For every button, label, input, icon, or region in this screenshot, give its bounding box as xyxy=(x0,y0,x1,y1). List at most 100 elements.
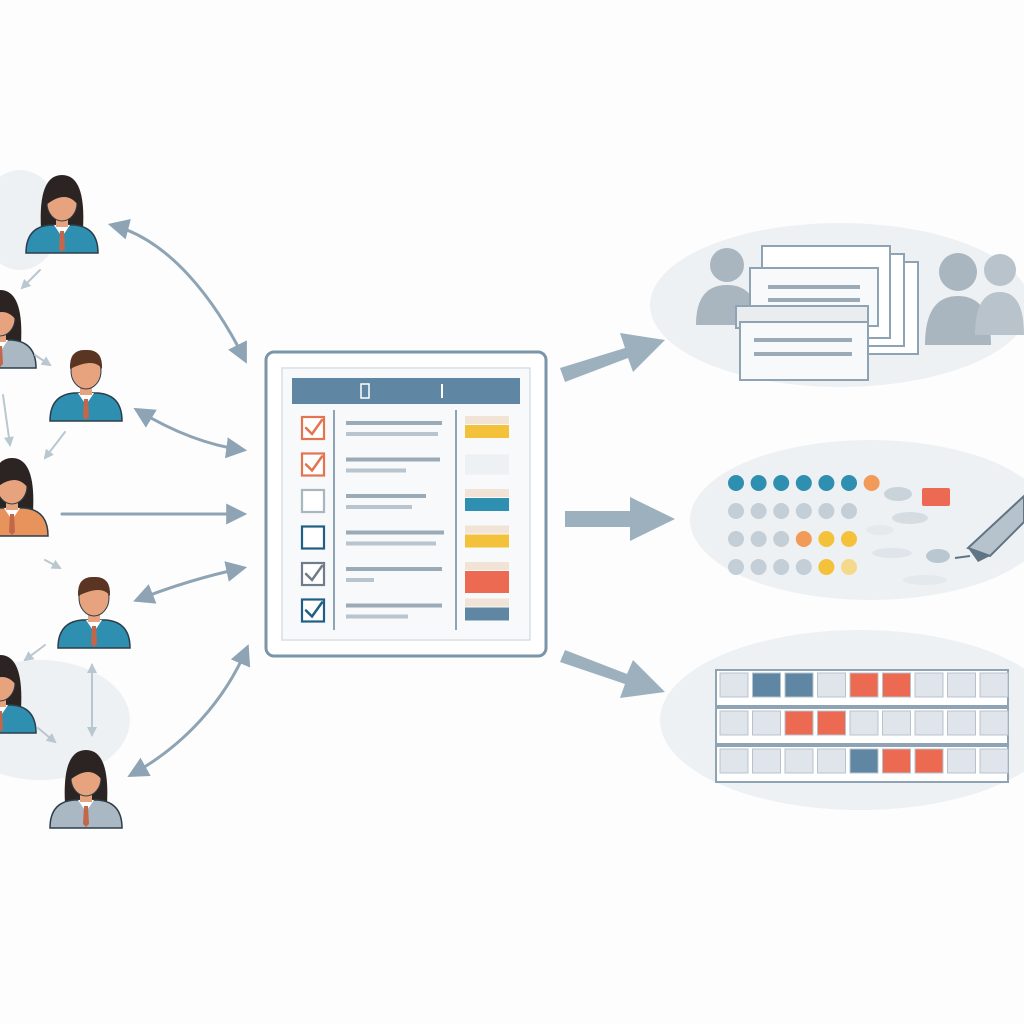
calendar-output xyxy=(715,669,1009,783)
person-neck xyxy=(56,217,68,227)
person-silhouette-right-2 xyxy=(975,254,1024,335)
dot xyxy=(773,559,790,575)
dot xyxy=(841,531,857,547)
text-line xyxy=(346,505,412,509)
dot xyxy=(728,559,744,575)
calendar-cell xyxy=(882,710,911,736)
checkmark-icon xyxy=(304,601,324,619)
dot xyxy=(795,503,812,519)
person-tie xyxy=(83,399,89,420)
swatch-top xyxy=(465,598,509,607)
swatch-top xyxy=(465,416,509,424)
scattered-marks xyxy=(866,487,950,585)
calendar-cell xyxy=(719,710,749,736)
person-avatar xyxy=(57,576,131,649)
pen-icon xyxy=(954,494,1024,562)
document-line xyxy=(754,338,852,342)
calendar-cell xyxy=(784,672,814,698)
dot xyxy=(818,531,835,547)
calendar-cell xyxy=(882,672,911,698)
blob-left xyxy=(0,660,130,780)
person-tie xyxy=(9,514,15,535)
checklist-row xyxy=(300,598,509,623)
text-line xyxy=(346,432,438,436)
checklist-header-bar xyxy=(292,378,520,404)
swatch-top xyxy=(465,525,509,534)
dot xyxy=(795,559,812,575)
dot xyxy=(728,503,744,519)
text-line xyxy=(346,567,442,571)
calendar-cell xyxy=(849,672,879,698)
person-tie xyxy=(0,711,3,732)
person-hair xyxy=(0,297,17,320)
checkmark-icon xyxy=(304,418,324,436)
input-arrows xyxy=(60,219,251,778)
calendar-cell xyxy=(914,710,944,736)
checkbox xyxy=(300,598,326,623)
dot xyxy=(841,475,857,491)
connector-4 xyxy=(43,431,66,460)
dot xyxy=(773,503,790,519)
person-hair xyxy=(69,349,103,369)
header-icon xyxy=(360,383,370,399)
text-line xyxy=(346,603,442,608)
dot xyxy=(795,475,812,491)
dots-output xyxy=(728,475,1024,585)
person-tie xyxy=(83,806,89,827)
person-avatar xyxy=(0,458,49,537)
dot xyxy=(795,531,812,547)
calendar-cell xyxy=(979,710,1009,736)
calendar-cell xyxy=(784,748,814,774)
person-hair xyxy=(46,182,79,205)
person-hair xyxy=(77,576,111,596)
text-line xyxy=(346,578,374,582)
calendar-cell xyxy=(882,748,911,774)
connector-8 xyxy=(37,727,57,744)
checkbox xyxy=(300,525,326,550)
calendar-cell xyxy=(752,710,781,736)
checkmark-icon xyxy=(304,564,324,582)
person-neck xyxy=(6,500,18,510)
calendar-cell xyxy=(752,672,781,698)
calendar-cell xyxy=(817,710,846,736)
person-neck xyxy=(88,612,100,622)
person-tie xyxy=(59,231,65,252)
connector-5 xyxy=(44,559,62,569)
document-line xyxy=(754,352,852,356)
person-shirt xyxy=(0,339,37,369)
dot-grid xyxy=(728,475,880,575)
dot xyxy=(728,531,744,547)
person-hair xyxy=(70,757,103,780)
person-avatar xyxy=(49,750,123,829)
calendar-cell xyxy=(719,748,749,774)
color-swatch xyxy=(465,571,509,593)
text-line xyxy=(346,421,442,425)
person-avatar xyxy=(49,349,123,422)
dot xyxy=(818,503,835,519)
header-tick xyxy=(441,384,443,398)
output-arrows xyxy=(560,333,675,698)
calendar-cell xyxy=(914,748,944,774)
person-tie xyxy=(0,346,3,367)
checklist-row xyxy=(300,452,509,477)
calendar-cell xyxy=(817,672,846,698)
dot xyxy=(773,475,790,491)
person-hair xyxy=(0,465,29,488)
dot xyxy=(750,475,767,491)
dot xyxy=(773,531,790,547)
dot xyxy=(750,531,767,547)
checklist-row xyxy=(300,488,509,514)
checklist-rows xyxy=(300,415,509,623)
checkbox xyxy=(300,561,326,587)
document-front xyxy=(739,321,869,381)
connector-2 xyxy=(34,354,52,367)
person-neck xyxy=(80,385,92,395)
person-avatar xyxy=(0,655,37,734)
text-line xyxy=(346,614,408,619)
dot xyxy=(841,503,857,519)
color-swatch xyxy=(465,607,509,621)
arrow-to-calendar xyxy=(560,650,665,698)
dot xyxy=(863,475,880,491)
checklist-row xyxy=(300,525,509,550)
swatch-top xyxy=(465,562,509,570)
